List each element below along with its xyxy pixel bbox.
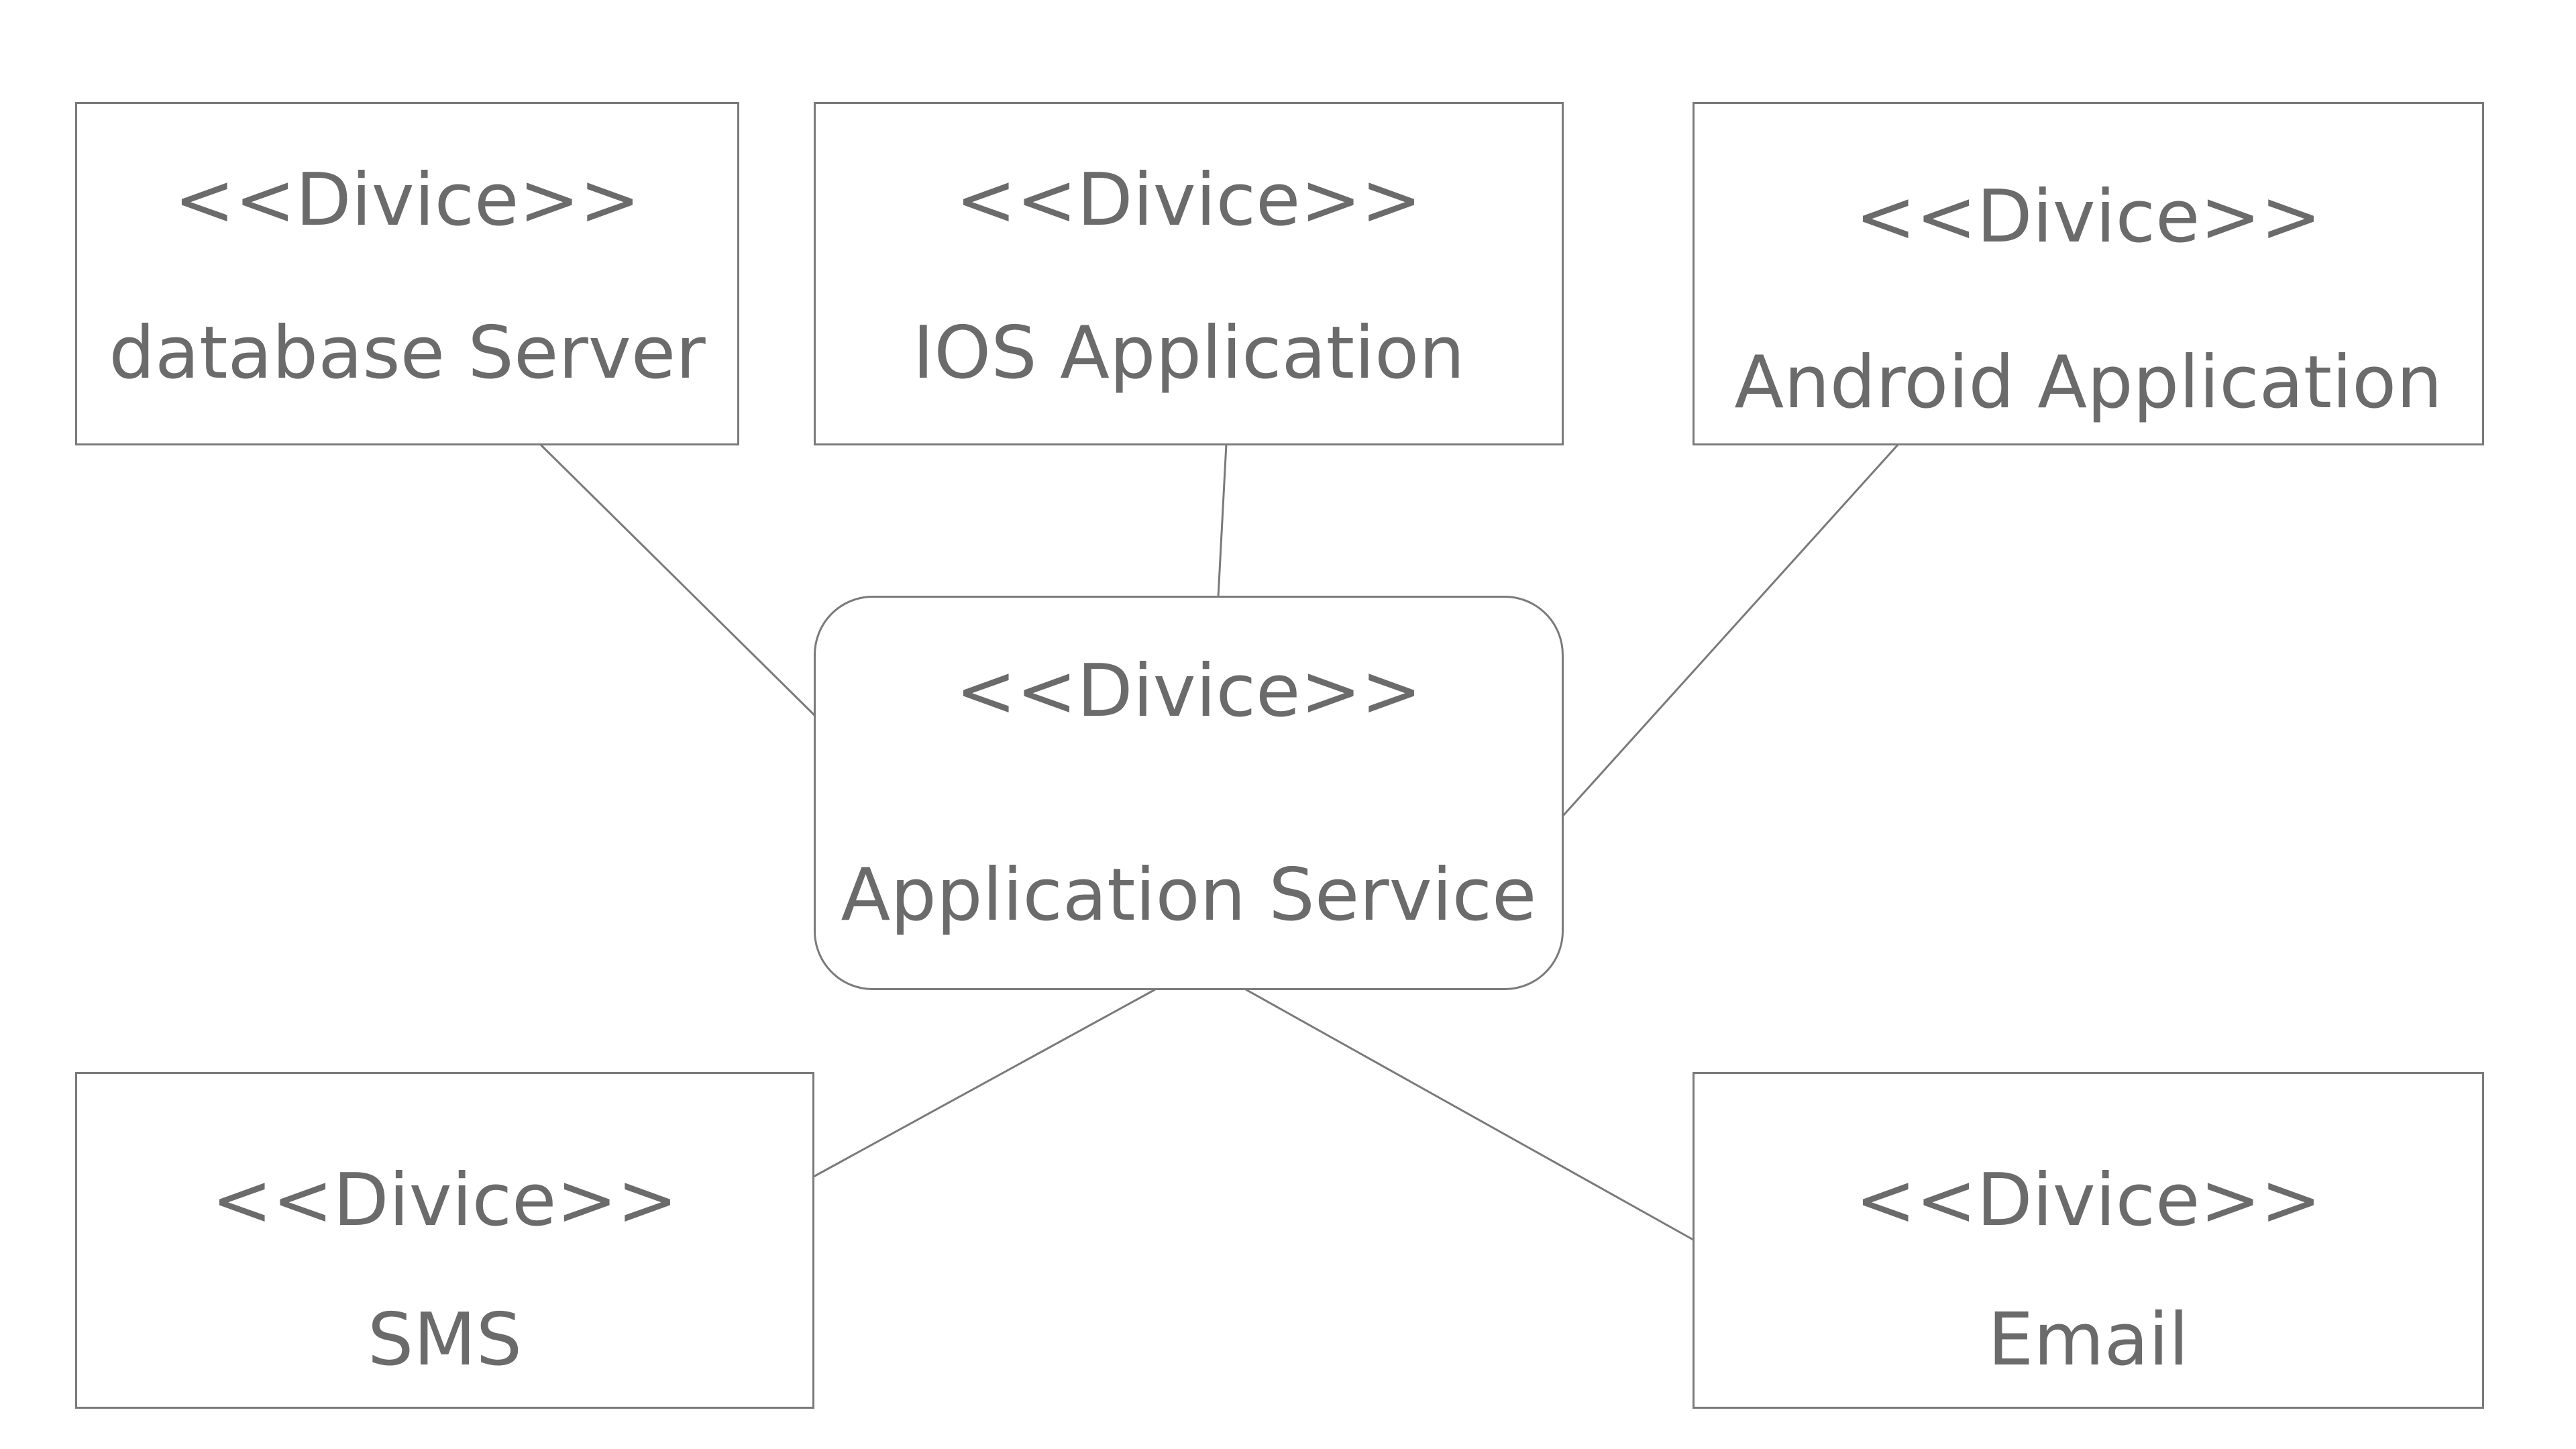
- node-stereotype: <<Divice>>: [955, 158, 1422, 242]
- node-label: SMS: [367, 1298, 523, 1382]
- connector-service-to-email: [1245, 988, 1694, 1241]
- node-stereotype: <<Divice>>: [174, 158, 641, 242]
- node-label: Email: [1988, 1298, 2189, 1382]
- node-sms[interactable]: <<Divice>> SMS: [75, 1072, 814, 1409]
- node-label: Android Application: [1734, 341, 2443, 425]
- connector-database-to-service: [539, 443, 817, 718]
- node-stereotype: <<Divice>>: [955, 649, 1422, 733]
- node-android-application[interactable]: <<Divice>> Android Application: [1693, 102, 2484, 445]
- node-email[interactable]: <<Divice>> Email: [1693, 1072, 2484, 1409]
- node-stereotype: <<Divice>>: [1855, 1159, 2322, 1242]
- node-application-service[interactable]: <<Divice>> Application Service: [814, 596, 1564, 990]
- connector-android-to-service: [1562, 443, 1900, 817]
- node-label: IOS Application: [912, 311, 1465, 395]
- node-database-server[interactable]: <<Divice>> database Server: [75, 102, 739, 445]
- node-stereotype: <<Divice>>: [1855, 175, 2322, 259]
- node-stereotype: <<Divice>>: [211, 1159, 678, 1242]
- connector-ios-to-service: [1217, 443, 1228, 598]
- node-label: database Server: [109, 311, 706, 395]
- node-label: Application Service: [841, 853, 1537, 937]
- connector-service-to-sms: [791, 988, 1156, 1190]
- node-ios-application[interactable]: <<Divice>> IOS Application: [814, 102, 1564, 445]
